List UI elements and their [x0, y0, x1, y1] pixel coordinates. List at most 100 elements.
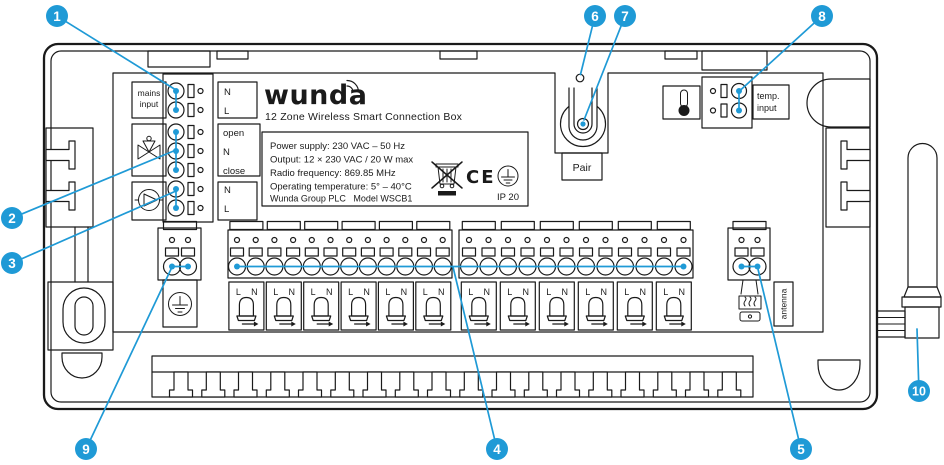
boiler-icon [738, 279, 762, 322]
bridge-tab [578, 220, 613, 231]
valve-open-label: open [223, 128, 244, 139]
ce-mark-icon: CE [466, 167, 496, 188]
comb-tooth [620, 371, 645, 398]
comb-tooth [168, 371, 194, 398]
valve-icon-box [131, 123, 167, 177]
svg-text:5: 5 [797, 442, 805, 457]
leader-8 [739, 22, 815, 92]
comb-tooth [297, 371, 323, 398]
mixing-valve-icon [137, 135, 161, 160]
zone-terminal [518, 236, 537, 276]
zone-terminal [340, 236, 359, 276]
top-tab [147, 50, 211, 68]
pair-led-icon [575, 73, 585, 83]
left-cable-comb [45, 127, 94, 283]
callout-9: 9 [75, 438, 97, 460]
zone-module [340, 281, 377, 331]
comb-tooth [330, 371, 355, 398]
antenna-icon [876, 142, 942, 339]
mains-l-label: L [224, 106, 229, 117]
callout-7: 7 [614, 5, 636, 27]
bridge-tab [304, 220, 339, 231]
comb-tooth [588, 371, 613, 398]
earth-label-box [162, 279, 198, 328]
pair-label: Pair [573, 162, 592, 174]
pair-label-box [561, 152, 603, 181]
zone-terminal [265, 236, 284, 276]
weee-icon [431, 161, 463, 196]
top-tab [439, 50, 478, 60]
top-tab [664, 50, 698, 60]
zone-terminal [498, 236, 518, 276]
temp-terminal-block [701, 76, 753, 129]
zone-terminal [479, 236, 498, 276]
svg-text:8: 8 [818, 9, 826, 24]
zone-module [655, 281, 692, 331]
spec-output: Output: 12 × 230 VAC / 20 W max [270, 155, 413, 166]
zone-module [303, 281, 340, 331]
right-cable-comb [825, 127, 871, 228]
zone-module [538, 281, 575, 331]
pump-l-label: L [224, 204, 229, 215]
thermometer-icon-box [662, 85, 701, 120]
zone-module [377, 281, 414, 331]
spec-temperature: Operating temperature: 5° – 40°C [270, 182, 412, 193]
bridge-tab [500, 220, 535, 231]
comb-tooth [265, 371, 290, 398]
thermometer-icon [678, 89, 690, 116]
leader-5 [756, 266, 800, 440]
left-terminal-strip [162, 73, 214, 223]
svg-text:6: 6 [591, 9, 599, 24]
callout-5: 5 [790, 438, 812, 460]
zone-terminal [414, 236, 434, 276]
rating-plate-area: wunda 12 Zone Wireless Smart Connection … [261, 79, 529, 207]
zone-module [415, 281, 452, 331]
svg-text:7: 7 [621, 9, 629, 24]
zone-module [499, 281, 536, 331]
leader-4 [452, 266, 496, 440]
bridge-tab [617, 220, 652, 231]
callout-10: 10 [908, 380, 930, 402]
leader-10 [916, 328, 920, 381]
boiler-terminal-block [727, 227, 771, 281]
bridge-tab [461, 220, 496, 231]
earth-terminal-area [157, 220, 202, 328]
bridge-tab [341, 220, 376, 231]
zone-terminal [635, 236, 654, 276]
zone-terminal [459, 236, 479, 276]
spec-manufacturer: Wunda Group PLC Model WSCB1 [270, 194, 412, 204]
bridge-tab [416, 220, 451, 231]
svg-text:1: 1 [53, 9, 61, 24]
bridge-tab [656, 220, 691, 231]
enclosure-outer-wall [42, 42, 879, 411]
enclosure [42, 42, 879, 411]
left-input-column: mains input N L [131, 73, 261, 223]
callout-1: 1 [46, 5, 68, 27]
comb-tooth [491, 371, 516, 398]
zone-strip-left [227, 229, 453, 279]
bridge-tab [378, 220, 413, 231]
cable-entry-moulding [806, 78, 871, 128]
callout-8: 8 [811, 5, 833, 27]
spec-plate [261, 131, 529, 207]
comb-tooth [523, 371, 548, 398]
temp-input-label-box [752, 84, 790, 120]
zone-terminal [302, 236, 321, 276]
leader-6 [579, 25, 594, 76]
svg-text:2: 2 [8, 211, 16, 226]
leader-3 [21, 190, 177, 260]
zone-terminal-strips [227, 220, 694, 331]
wunda-logo: wunda [264, 80, 367, 111]
pair-button-area: Pair [559, 73, 607, 181]
comb-tooth [717, 371, 742, 398]
callout-4: 4 [486, 438, 508, 460]
zone-terminal [615, 236, 635, 276]
bottom-cable-comb [151, 355, 754, 398]
svg-text:10: 10 [912, 385, 926, 399]
bridge-tab [539, 220, 574, 231]
callout-3: 3 [1, 252, 23, 274]
spec-radio: Radio frequency: 869.85 MHz [270, 168, 396, 179]
top-tab [701, 50, 768, 71]
temp-input-label2: input [757, 103, 777, 113]
